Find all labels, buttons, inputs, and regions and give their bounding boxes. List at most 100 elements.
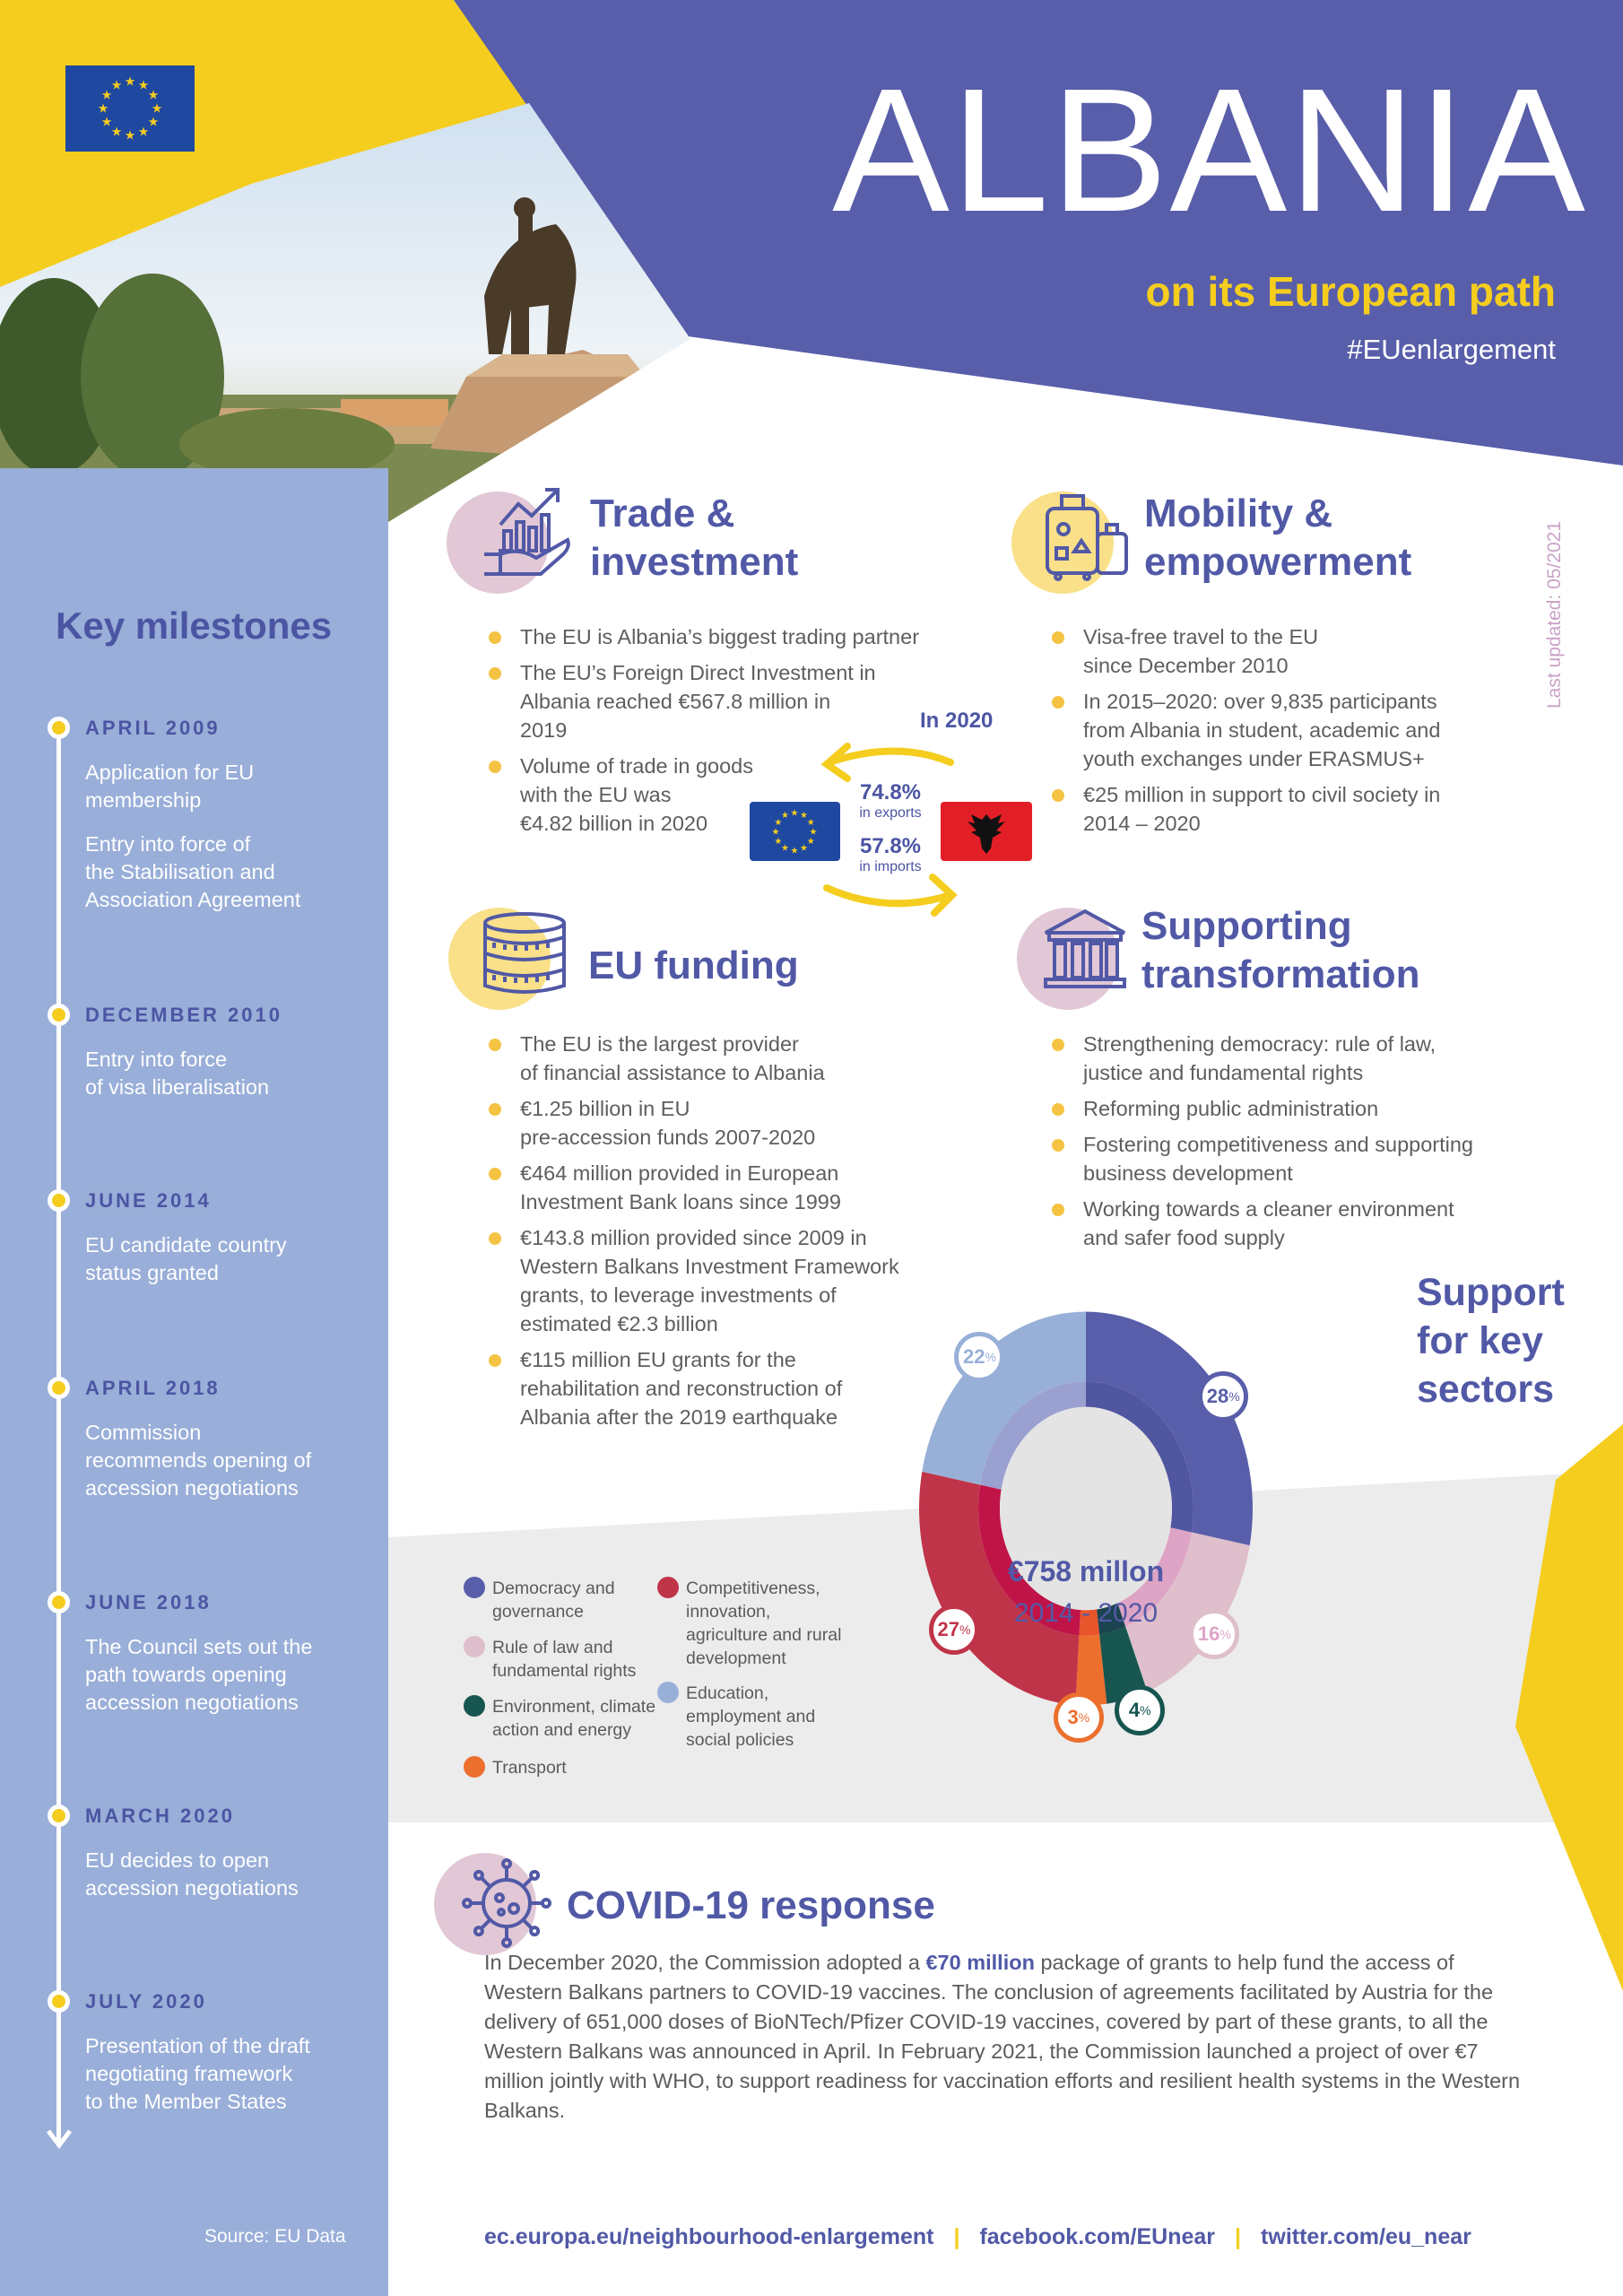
exports-label: in exports — [859, 805, 922, 821]
arrow-left-head — [820, 743, 851, 782]
bullet-text: €143.8 million provided since 2009 in We… — [520, 1226, 899, 1335]
bullet-dot-icon — [1052, 1204, 1064, 1216]
star-icon: ★ — [111, 78, 123, 92]
star-icon: ★ — [138, 78, 150, 92]
percent-value: 3 — [1067, 1706, 1079, 1729]
bullet-item: €1.25 billion in EU pre-accession funds … — [484, 1094, 986, 1152]
footer-links: ec.europa.eu/neighbourhood-enlargement |… — [484, 2224, 1471, 2250]
bullet-dot-icon — [489, 667, 501, 680]
page-title: ALBANIA — [832, 52, 1587, 248]
bullet-item: €464 million provided in European Invest… — [484, 1159, 986, 1216]
donut-center — [1000, 1406, 1172, 1611]
donut-inner-segment — [1079, 1609, 1100, 1636]
legend-item: Environment, climate action and energy — [464, 1695, 655, 1742]
star-icon: ★ — [111, 125, 123, 139]
arrow-right-head — [929, 874, 958, 917]
star-icon: ★ — [125, 74, 136, 89]
bullet-dot-icon — [489, 761, 501, 773]
institution-icon — [1044, 909, 1126, 988]
link-neighbourhood-enlargement[interactable]: ec.europa.eu/neighbourhood-enlargement — [484, 2224, 934, 2249]
star-icon: ★ — [807, 837, 815, 847]
milestone-date: JULY 2020 — [85, 1990, 207, 2013]
legend-dot-icon — [464, 1577, 485, 1598]
percent-label: 28% — [1198, 1371, 1249, 1422]
star-icon: ★ — [800, 811, 808, 821]
milestone-event: EU candidate country status granted — [85, 1233, 287, 1284]
bullet-dot-icon — [489, 1168, 501, 1180]
footer-separator: | — [953, 2224, 960, 2249]
link-twitter[interactable]: twitter.com/eu_near — [1261, 2224, 1471, 2249]
bullet-item: Working towards a cleaner environment an… — [1047, 1195, 1567, 1252]
milestone-dot-icon — [48, 1189, 70, 1212]
covid-text-cont: package of grants to help fund the acces… — [484, 1951, 1521, 2122]
donut-inner-segment — [1097, 1603, 1126, 1635]
bullet-text: The EU’s Foreign Direct Investment in Al… — [520, 661, 876, 742]
milestone-events: Presentation of the draft negotiating fr… — [85, 2032, 372, 2132]
percent-unit: % — [1140, 1702, 1151, 1718]
milestone-event: Entry into force of visa liberalisation — [85, 1048, 270, 1099]
arrow-right-icon — [823, 884, 954, 908]
legend-dot-icon — [464, 1756, 485, 1778]
bullet-text: Strengthening democracy: rule of law, ju… — [1083, 1032, 1436, 1084]
milestone-date: JUNE 2014 — [85, 1189, 212, 1212]
eu-flag-logo: ★★★★★★★★★★★★ — [65, 65, 195, 152]
link-facebook[interactable]: facebook.com/EUnear — [979, 2224, 1216, 2249]
milestone-dot-icon — [48, 717, 70, 739]
trade-bullets: The EU is Albania’s biggest trading part… — [484, 622, 950, 845]
covid-title: COVID-19 response — [567, 1883, 935, 1927]
milestone-events: The Council sets out the path towards op… — [85, 1633, 372, 1733]
bullet-item: €25 million in support to civil society … — [1047, 780, 1549, 838]
milestone-event: The Council sets out the path towards op… — [85, 1635, 313, 1714]
albania-flag-icon — [941, 802, 1032, 861]
percent-unit: % — [1078, 1710, 1090, 1726]
hashtag: #EUenlargement — [1347, 334, 1556, 365]
trade-icon-bg — [447, 491, 549, 594]
star-icon: ★ — [807, 818, 815, 828]
milestone-event: Commission recommends opening of accessi… — [85, 1421, 312, 1500]
donut-inner-segment — [1086, 1381, 1193, 1533]
legend-dot-icon — [464, 1636, 485, 1657]
percent-value: 16 — [1197, 1622, 1220, 1645]
bullet-dot-icon — [489, 1354, 501, 1367]
bullet-item: The EU is Albania’s biggest trading part… — [484, 622, 950, 651]
bullet-text: Working towards a cleaner environment an… — [1083, 1197, 1454, 1249]
bullet-text: The EU is the largest provider of financ… — [520, 1032, 825, 1084]
bullet-text: In 2015–2020: over 9,835 participants fr… — [1083, 690, 1441, 770]
star-icon: ★ — [781, 844, 789, 854]
milestone-dot-icon — [48, 1591, 70, 1613]
bullet-text: €115 million EU grants for the rehabilit… — [520, 1348, 843, 1429]
donut-segment — [919, 1471, 1080, 1706]
percent-label: 27% — [929, 1604, 980, 1655]
transformation-title: Supporting transformation — [1141, 904, 1420, 996]
star-icon: ★ — [791, 808, 799, 818]
bullet-dot-icon — [1052, 696, 1064, 709]
bullet-item: €143.8 million provided since 2009 in We… — [484, 1223, 986, 1338]
bullet-dot-icon — [489, 1103, 501, 1116]
star-icon: ★ — [774, 837, 782, 847]
star-icon: ★ — [772, 827, 780, 837]
bullet-item: The EU is the largest provider of financ… — [484, 1030, 986, 1087]
hand-chart-icon — [484, 488, 570, 576]
bullet-dot-icon — [1052, 1103, 1064, 1116]
percent-label: 4% — [1115, 1684, 1166, 1735]
luggage-icon — [1046, 494, 1128, 581]
milestone-dot-icon — [48, 1990, 70, 2013]
percent-unit: % — [985, 1349, 996, 1364]
milestone-events: EU decides to open accession negotiation… — [85, 1847, 372, 1918]
milestone-events: Commission recommends opening of accessi… — [85, 1419, 372, 1518]
milestones-title: Key milestones — [56, 604, 333, 647]
star-icon: ★ — [148, 88, 160, 102]
percent-value: 28 — [1206, 1385, 1229, 1408]
legend-label: Environment, climate action and energy — [492, 1697, 656, 1740]
legend-item: Rule of law and fundamental rights — [464, 1636, 636, 1683]
donut-segment — [1075, 1634, 1107, 1706]
bullet-dot-icon — [1052, 631, 1064, 644]
bullet-dot-icon — [1052, 1139, 1064, 1152]
milestone-date: APRIL 2018 — [85, 1377, 221, 1399]
bullet-dot-icon — [489, 1039, 501, 1051]
legend-item: Competitiveness, innovation, agriculture… — [657, 1577, 841, 1670]
timeline-line — [56, 728, 61, 2145]
